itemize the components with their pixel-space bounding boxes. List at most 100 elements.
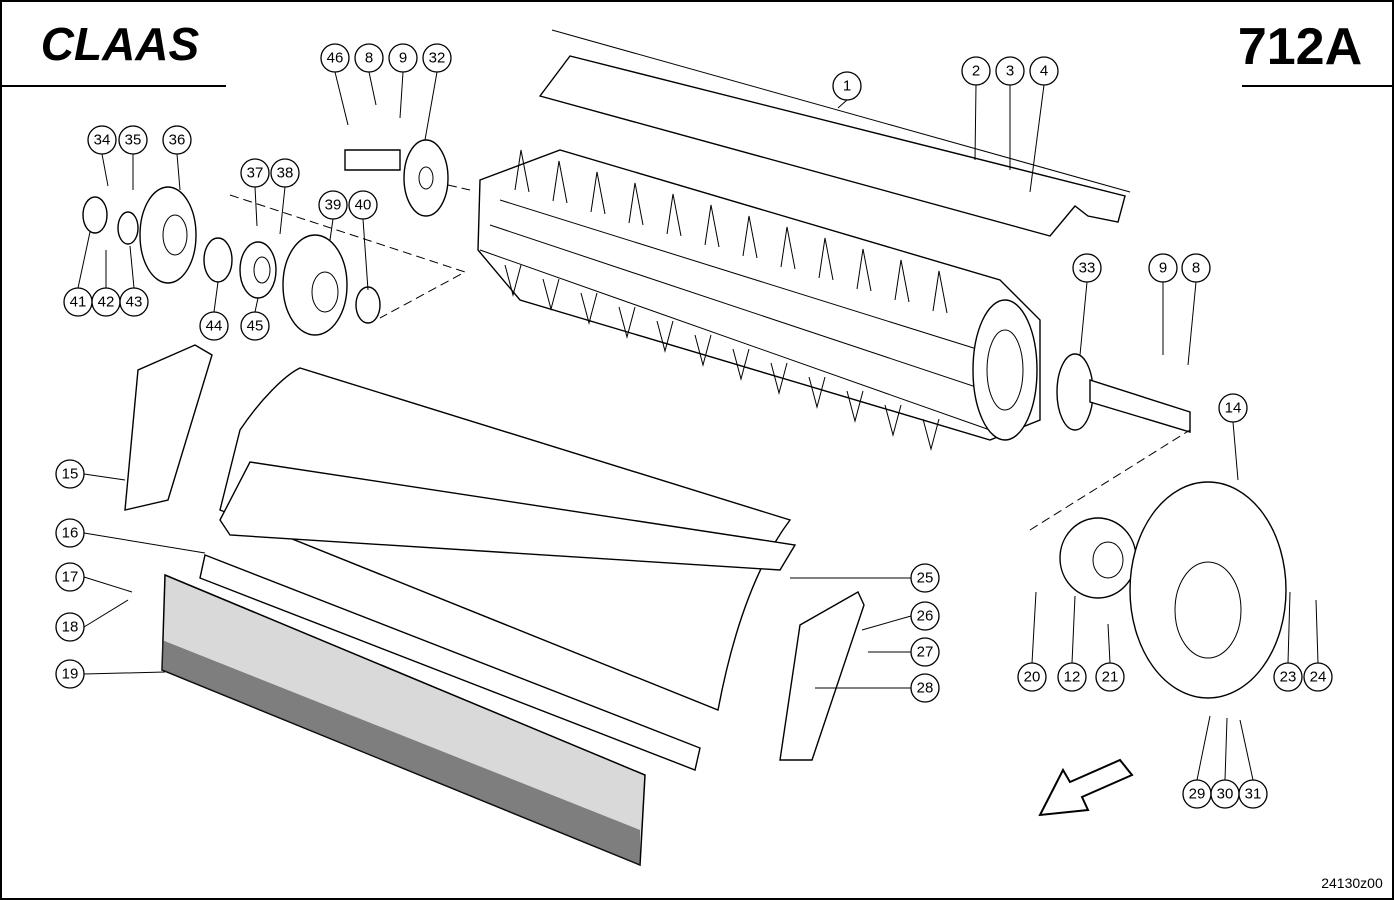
- callout-43: 43: [119, 287, 149, 317]
- leader-line: [83, 532, 206, 554]
- leader-line: [129, 245, 135, 289]
- callout-circle: [910, 601, 940, 631]
- tine: [742, 215, 758, 259]
- leader-line: [1232, 421, 1239, 481]
- tine: [846, 390, 864, 423]
- callout-38: 38: [270, 158, 300, 188]
- callout-31: 31: [1238, 779, 1268, 809]
- left-shaft-assembly: [344, 139, 471, 217]
- callout-circle: [320, 43, 350, 73]
- callout-15: 15: [55, 459, 85, 489]
- leader-line: [213, 281, 219, 313]
- callout-label: 40: [355, 197, 372, 214]
- callout-circle: [118, 125, 148, 155]
- tine: [552, 160, 568, 204]
- callout-12: 12: [1057, 662, 1087, 692]
- callout-18: 18: [55, 612, 85, 642]
- callout-label: 31: [1245, 786, 1262, 803]
- callout-circle: [910, 563, 940, 593]
- callout-circle: [354, 43, 384, 73]
- callout-circle: [270, 158, 300, 188]
- leader-line: [1196, 715, 1211, 781]
- tine: [656, 320, 674, 353]
- callout-circle: [422, 43, 452, 73]
- callout-circle: [87, 125, 117, 155]
- direction-arrow-icon: [1038, 758, 1134, 817]
- callout-19: 19: [55, 659, 85, 689]
- leader-line: [279, 186, 286, 235]
- tine: [580, 292, 598, 325]
- callout-circle: [1273, 662, 1303, 692]
- callout-45: 45: [240, 311, 270, 341]
- callout-label: 16: [62, 525, 79, 542]
- callout-9: 9: [388, 43, 418, 73]
- callout-46: 46: [320, 43, 350, 73]
- leader-line: [254, 297, 259, 313]
- callout-circle: [55, 612, 85, 642]
- callout-label: 33: [1079, 260, 1096, 277]
- callout-label: 2: [972, 63, 980, 80]
- leader-line: [1224, 717, 1228, 781]
- tine: [856, 248, 872, 292]
- callout-circle: [1238, 779, 1268, 809]
- callout-21: 21: [1095, 662, 1125, 692]
- leader-line: [399, 71, 404, 119]
- callout-40: 40: [348, 190, 378, 220]
- leader-line: [1071, 595, 1076, 664]
- rotor-tines: [504, 149, 948, 451]
- callout-2: 2: [961, 56, 991, 86]
- tine: [922, 418, 940, 451]
- callout-circle: [1017, 662, 1047, 692]
- callout-circle: [910, 673, 940, 703]
- callout-label: 45: [247, 318, 264, 335]
- callout-circle: [910, 637, 940, 667]
- callout-41: 41: [63, 287, 93, 317]
- callout-label: 3: [1006, 63, 1014, 80]
- leader-line: [974, 84, 977, 161]
- bearing-flange-36: [139, 186, 197, 284]
- callout-27: 27: [910, 637, 940, 667]
- callout-4: 4: [1029, 56, 1059, 86]
- callout-17: 17: [55, 562, 85, 592]
- left-axis-line: [229, 194, 467, 319]
- callout-8: 8: [1181, 253, 1211, 283]
- leader-line: [83, 671, 166, 675]
- callout-label: 37: [247, 165, 264, 182]
- callout-label: 34: [94, 132, 111, 149]
- callout-label: 24: [1310, 669, 1327, 686]
- callout-circle: [55, 562, 85, 592]
- leader-line: [1029, 84, 1045, 193]
- tine: [732, 348, 750, 381]
- leader-line: [1315, 599, 1319, 664]
- callout-circle: [119, 287, 149, 317]
- side-plate-15: [124, 344, 213, 511]
- circlip-40: [355, 286, 381, 324]
- callout-circle: [388, 43, 418, 73]
- tine: [894, 259, 910, 303]
- callout-label: 17: [62, 569, 79, 586]
- bearing-45: [239, 241, 277, 299]
- disc-14: [1129, 481, 1287, 699]
- callout-circle: [348, 190, 378, 220]
- callout-33: 33: [1072, 253, 1102, 283]
- tine: [542, 278, 560, 311]
- hub-12: [1059, 517, 1137, 599]
- callout-label: 38: [277, 165, 294, 182]
- leader-line: [1079, 281, 1088, 356]
- callout-label: 44: [206, 318, 223, 335]
- leader-line: [77, 231, 91, 289]
- strip-16: [199, 554, 701, 771]
- callout-label: 1: [843, 78, 851, 95]
- tine: [628, 182, 644, 226]
- callout-circle: [1057, 662, 1087, 692]
- shroud: [219, 367, 797, 711]
- callout-label: 9: [1159, 260, 1167, 277]
- callout-circle: [1148, 253, 1178, 283]
- tine: [666, 193, 682, 237]
- rubber-mat-19: [161, 573, 646, 867]
- callout-label: 12: [1064, 669, 1081, 686]
- callout-25: 25: [910, 563, 940, 593]
- leader-line: [1287, 591, 1291, 664]
